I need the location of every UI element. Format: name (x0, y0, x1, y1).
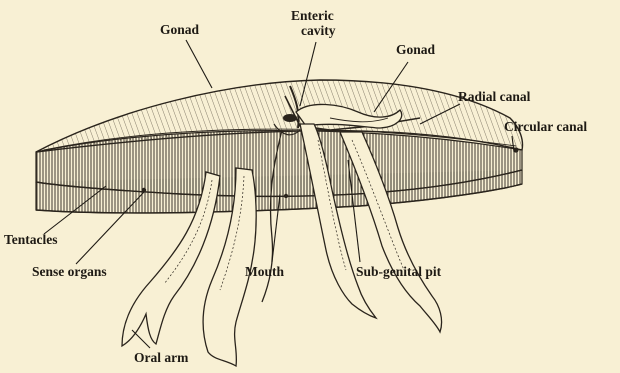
label-oral-arm: Oral arm (134, 350, 189, 365)
label-gonad-right: Gonad (396, 42, 436, 57)
label-sense-organs: Sense organs (32, 264, 107, 279)
label-tentacles: Tentacles (4, 232, 58, 247)
label-mouth: Mouth (245, 264, 284, 279)
label-radial-canal: Radial canal (458, 89, 531, 104)
umbrella (36, 80, 523, 213)
label-enteric-line1: Enteric (291, 8, 334, 23)
label-sub-genital-pit: Sub-genital pit (356, 264, 442, 279)
label-enteric-line2: cavity (301, 23, 336, 38)
label-circular-canal: Circular canal (504, 119, 587, 134)
label-gonad-left: Gonad (160, 22, 200, 37)
